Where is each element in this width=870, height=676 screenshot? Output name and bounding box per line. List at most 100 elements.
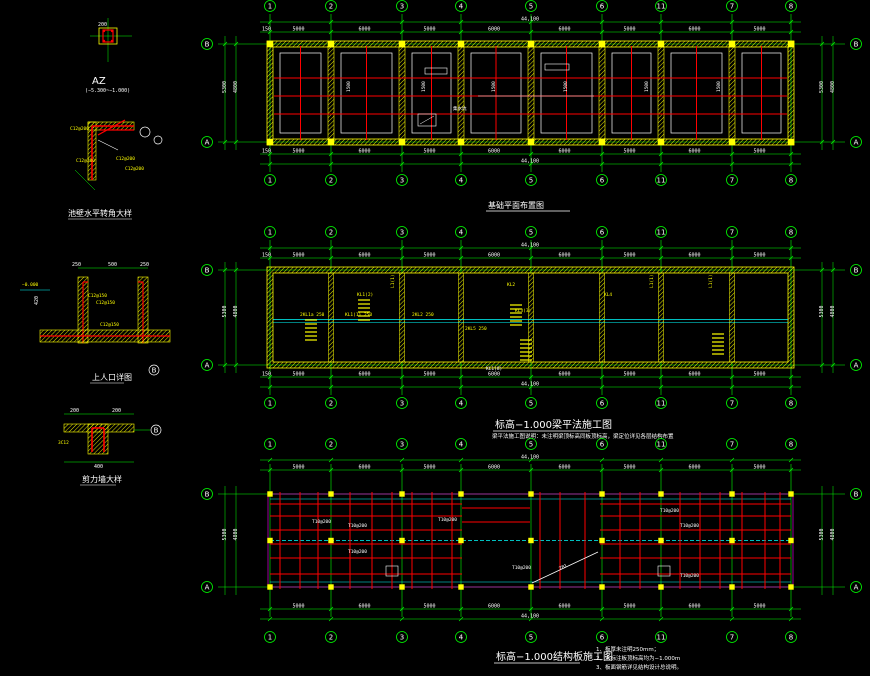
depth-dim: 4800 (830, 528, 836, 540)
span-dim-bottom: 5000 (624, 604, 636, 610)
depth-dim: 5300 (222, 528, 228, 540)
dim-tick (528, 616, 534, 622)
dim-tick (267, 19, 273, 25)
axis-bubble-label: A (205, 584, 210, 592)
axis-bubble-label: A (854, 139, 859, 147)
column-outline (98, 27, 118, 45)
depth-dim: 5300 (222, 81, 228, 93)
axis-bubble-circle (396, 226, 408, 238)
axis-bubble-label: B (154, 427, 159, 435)
column-mark (787, 138, 795, 146)
dim-tick (458, 29, 464, 35)
column-mark (328, 537, 334, 544)
axis-bubble-label: 1 (268, 177, 272, 185)
axis-bubble-top-6: 6 (596, 226, 608, 238)
manhole-dim: 250 (140, 262, 149, 268)
section-bubble (153, 135, 163, 145)
axis-bubble-top-5: 5 (525, 226, 537, 238)
span-dim-bottom: 6000 (359, 372, 371, 378)
axis-bubble-circle (264, 174, 276, 186)
axis-bubble-circle (655, 631, 667, 643)
axis-bubble-label: 2 (329, 400, 333, 408)
dim-tick (599, 606, 605, 612)
axis-bubble-label: 3 (400, 229, 404, 237)
span-dim-bottom: 5000 (754, 372, 766, 378)
dim-tick (267, 161, 273, 167)
span-dim-bottom: 5000 (293, 604, 305, 610)
axis-bubble-top-8: 8 (785, 226, 797, 238)
total-dim-bottom: 44,100 (521, 382, 539, 388)
depth-dim: 5300 (819, 528, 825, 540)
axis-bubble-label: 8 (789, 634, 793, 642)
beam-vertical (328, 272, 334, 363)
axis-bubble-top-3: 3 (396, 438, 408, 450)
column-mark (599, 537, 605, 544)
dim-tick (729, 245, 735, 251)
sump-diagonal (419, 115, 435, 125)
column-mark (266, 138, 274, 146)
dim-tick (233, 267, 239, 273)
dim-tick (819, 139, 825, 145)
rebar-label: C12@150 (100, 322, 119, 328)
dim-tick (399, 616, 405, 622)
dim-tick (658, 151, 664, 157)
axis-bubble-label: 6 (600, 634, 605, 642)
dim-tick (729, 374, 735, 380)
axis-bubble-label: 8 (789, 3, 793, 11)
axis-bubble-label: 7 (730, 441, 734, 449)
axis-bubble-label: 7 (730, 229, 734, 237)
axis-bubble-circle (655, 226, 667, 238)
rebar-dot (102, 39, 106, 43)
dim-tick (399, 151, 405, 157)
axis-bubble-label: 2 (329, 634, 333, 642)
axis-bubble-bottom-3: 3 (396, 631, 408, 643)
column-mark (787, 40, 795, 48)
axis-bubble-label: 5 (529, 634, 533, 642)
axis-bubble-circle (850, 136, 862, 148)
span-dim-top: 5000 (624, 27, 636, 33)
column-mark (528, 491, 534, 497)
axis-bubble-circle (325, 631, 337, 643)
partition-wall (527, 46, 535, 140)
axis-bubble-label: 4 (459, 229, 464, 237)
rebar-label: T10@200 (438, 517, 457, 523)
dim-tick (458, 606, 464, 612)
dim-tick (658, 616, 664, 622)
dim-tick (658, 245, 664, 251)
axis-bubble-right-A: A (850, 581, 862, 593)
axis-bubble-top-6: 6 (596, 0, 608, 12)
sump-pit (417, 113, 437, 127)
axis-bubble-bottom-11: 11 (655, 631, 667, 643)
dim-tick (528, 161, 534, 167)
axis-bubble-bottom-2: 2 (325, 397, 337, 409)
edge-dim: 150 (262, 372, 271, 378)
manhole-dim: 250 (72, 262, 81, 268)
slab-plan-note: 2、未标注板顶标高均为−1.000m (596, 654, 680, 662)
dim-tick (819, 41, 825, 47)
rebar-label: T10@200 (312, 519, 331, 525)
shear-wall-dim: 200 (70, 408, 79, 414)
rebar-label: T10@200 (660, 508, 679, 514)
dim-tick (830, 267, 836, 273)
dim-tick (788, 384, 794, 390)
partition-wall (327, 46, 335, 140)
dim-tick (599, 161, 605, 167)
axis-bubble-circle (525, 0, 537, 12)
axis-bubble-circle (785, 438, 797, 450)
axis-bubble-circle (525, 438, 537, 450)
dim-tick (328, 19, 334, 25)
axis-bubble-label: 2 (329, 3, 333, 11)
column-mark (658, 584, 664, 590)
axis-bubble-top-4: 4 (455, 226, 467, 238)
dim-tick (458, 255, 464, 261)
span-dim-top: 6000 (689, 27, 701, 33)
axis-bubble-circle (201, 359, 213, 371)
axis-bubble-circle (596, 631, 608, 643)
axis-bubble-top-5: 5 (525, 438, 537, 450)
slab-plan-note: 3、板面钢筋详见结构设计总说明。 (596, 663, 682, 671)
axis-bubble-label: 3 (400, 634, 404, 642)
axis-bubble-circle (655, 438, 667, 450)
beam-plan: 1122334455661111778850005000600060005000… (201, 226, 862, 440)
shear-wall-title: 剪力墙大样 (82, 474, 122, 484)
